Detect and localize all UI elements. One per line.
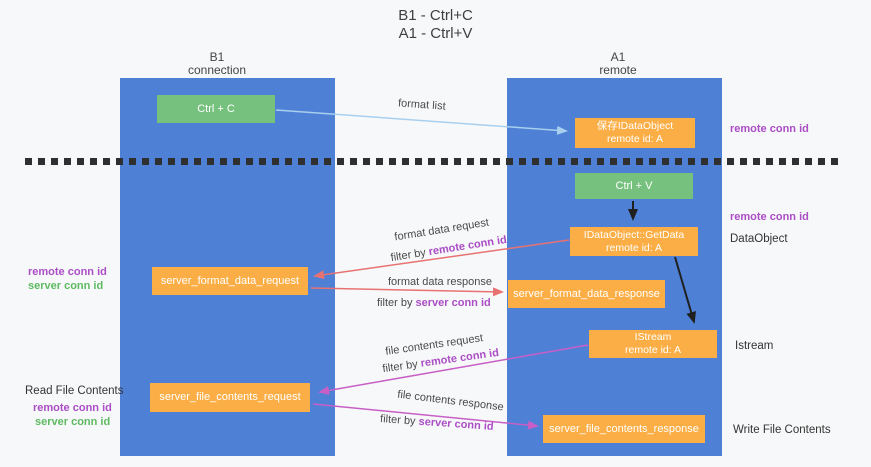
istream-box: IStream remote id: A: [589, 330, 717, 358]
left-column-header: B1 connection: [117, 51, 317, 77]
istream-line2: remote id: A: [624, 344, 682, 356]
right-column-name: A1: [610, 50, 626, 64]
format-data-response-arrow: [310, 287, 504, 297]
filter-by-text: filter by: [379, 413, 416, 428]
format-list-label: format list: [397, 97, 447, 113]
istream-line1: IStream: [634, 331, 672, 343]
format-response-filter-label: filter by server conn id: [377, 297, 491, 309]
diagram-title: B1 - Ctrl+C A1 - Ctrl+V: [0, 7, 871, 43]
ctrl-c-box: Ctrl + C: [157, 95, 275, 123]
left-column-name: B1: [209, 50, 225, 64]
server-file-contents-request-box: server_file_contents_request: [150, 383, 310, 412]
title-line-2: A1 - Ctrl+V: [398, 25, 473, 42]
file-response-filter-label: filter by server conn id: [380, 413, 494, 433]
ctrl-c-label: Ctrl + C: [197, 102, 235, 115]
left-server-conn-id-1: server conn id: [28, 280, 104, 292]
ctrl-v-box: Ctrl + V: [575, 173, 693, 199]
server-format-data-request-box: server_format_data_request: [152, 267, 308, 295]
getdata-line1: IDataObject::GetData: [583, 228, 685, 241]
idataobject-getdata-box: IDataObject::GetData remote id: A: [570, 227, 698, 256]
left-remote-conn-id-2: remote conn id: [33, 402, 112, 414]
remote-conn-id-text: remote conn id: [427, 233, 508, 259]
right-write-file-contents-label: Write File Contents: [733, 424, 831, 436]
right-remote-conn-id-2: remote conn id: [730, 211, 809, 223]
filter-by-text: filter by: [389, 246, 427, 265]
right-remote-conn-id-1: remote conn id: [730, 123, 809, 135]
right-istream-label: Istream: [735, 340, 774, 352]
title-line-1: B1 - Ctrl+C: [398, 7, 473, 24]
right-column-subtitle: remote: [599, 63, 637, 77]
left-column-subtitle: connection: [187, 63, 247, 77]
server-format-data-response-label: server_format_data_response: [513, 287, 660, 300]
server-format-data-response-box: server_format_data_response: [508, 280, 665, 308]
server-file-contents-request-label: server_file_contents_request: [159, 391, 301, 403]
filter-by-text: filter by: [377, 297, 413, 309]
ctrl-v-label: Ctrl + V: [615, 179, 653, 192]
save-idataobject-box: 保存IDataObject remote id: A: [575, 118, 695, 148]
server-file-contents-response-box: server_file_contents_response: [543, 415, 705, 443]
left-remote-conn-id-1: remote conn id: [28, 266, 107, 278]
save-idataobject-line1: 保存IDataObject: [596, 120, 674, 132]
filter-by-text: filter by: [381, 358, 419, 376]
format-data-response-label: format data response: [388, 276, 492, 288]
server-conn-id-text: server conn id: [418, 415, 495, 433]
server-conn-id-text: server conn id: [415, 297, 491, 309]
server-file-contents-response-label: server_file_contents_response: [549, 422, 699, 435]
file-contents-response-label: file contents response: [396, 388, 505, 414]
left-server-conn-id-2: server conn id: [35, 416, 111, 428]
left-read-file-contents-label: Read File Contents: [25, 385, 124, 397]
right-dataobject-label: DataObject: [730, 233, 788, 245]
save-idataobject-line2: remote id: A: [606, 133, 664, 145]
server-format-data-request-label: server_format_data_request: [160, 274, 300, 287]
getdata-line2: remote id: A: [605, 241, 663, 254]
phase-separator-dashed-line: [25, 158, 838, 165]
right-column-header: A1 remote: [518, 51, 718, 77]
